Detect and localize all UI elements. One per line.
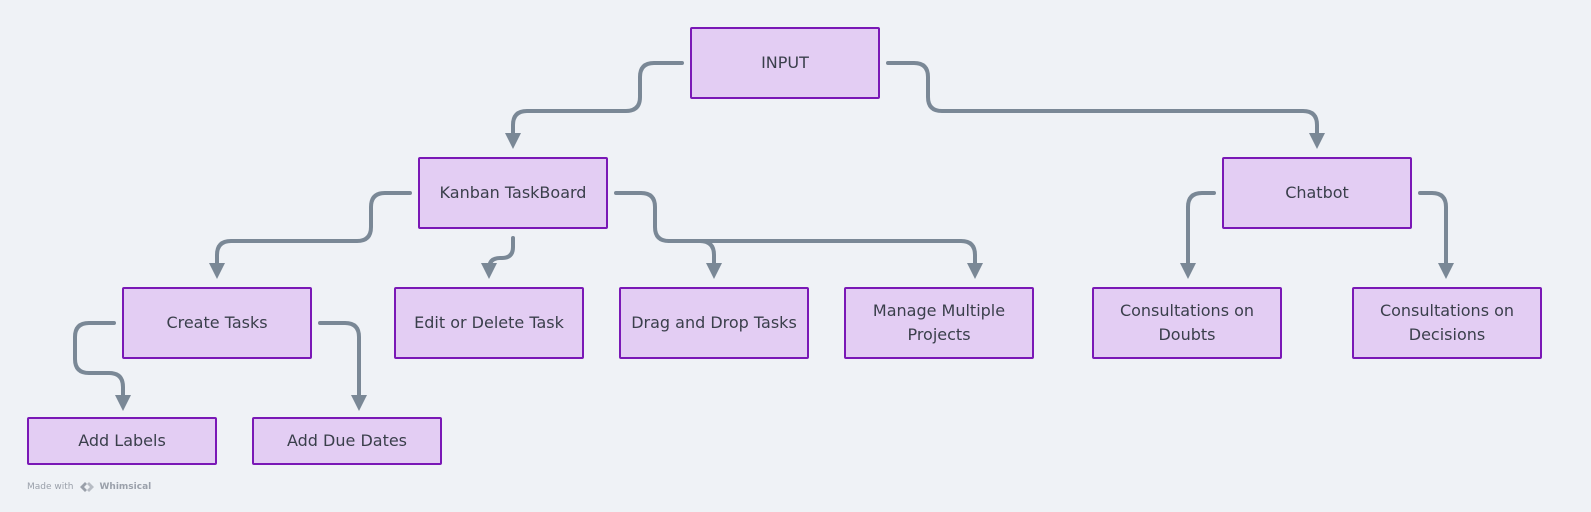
node-edit-delete-task[interactable]: Edit or Delete Task (394, 287, 584, 359)
node-add-labels[interactable]: Add Labels (27, 417, 217, 465)
node-add-due-dates[interactable]: Add Due Dates (252, 417, 442, 465)
node-create-tasks[interactable]: Create Tasks (122, 287, 312, 359)
watermark[interactable]: Made with Whimsical (27, 480, 151, 494)
node-drag-drop-tasks[interactable]: Drag and Drop Tasks (619, 287, 809, 359)
node-add-labels-label: Add Labels (78, 431, 166, 450)
node-drag-drop-tasks-label: Drag and Drop Tasks (631, 313, 797, 332)
edge-chatbot-consult-doubts (1180, 191, 1216, 279)
node-consultations-doubts-label: Consultations on Doubts (1119, 301, 1255, 344)
node-kanban-taskboard[interactable]: Kanban TaskBoard (418, 157, 608, 229)
watermark-prefix: Made with (27, 482, 74, 492)
node-input-label: INPUT (761, 53, 809, 72)
node-consultations-decisions[interactable]: Consultations on Decisions (1352, 287, 1542, 359)
node-consultations-doubts[interactable]: Consultations on Doubts (1092, 287, 1282, 359)
edge-kanban-manage-projects (667, 239, 983, 279)
node-manage-multiple-projects[interactable]: Manage Multiple Projects (844, 287, 1034, 359)
edge-chatbot-consult-decisions (1418, 191, 1454, 279)
edge-create-tasks-add-labels (73, 321, 131, 411)
node-chatbot-label: Chatbot (1285, 183, 1349, 202)
node-consultations-decisions-label: Consultations on Decisions (1379, 301, 1515, 344)
node-create-tasks-label: Create Tasks (166, 313, 268, 332)
node-kanban-taskboard-label: Kanban TaskBoard (439, 183, 587, 202)
node-edit-delete-task-label: Edit or Delete Task (414, 313, 564, 332)
node-manage-multiple-projects-label: Manage Multiple Projects (872, 301, 1006, 344)
node-add-due-dates-label: Add Due Dates (286, 431, 408, 450)
watermark-brand: Whimsical (99, 482, 152, 492)
node-input[interactable]: INPUT (690, 27, 880, 99)
edge-create-tasks-add-due-dates (318, 321, 367, 411)
edge-input-chatbot (886, 61, 1325, 149)
edge-kanban-edit-delete (481, 236, 515, 279)
edge-kanban-drag-drop (614, 191, 722, 279)
node-chatbot[interactable]: Chatbot (1222, 157, 1412, 229)
edge-kanban-create-tasks (209, 191, 412, 279)
edge-input-kanban (505, 61, 684, 149)
whimsical-logo-icon (79, 482, 94, 492)
